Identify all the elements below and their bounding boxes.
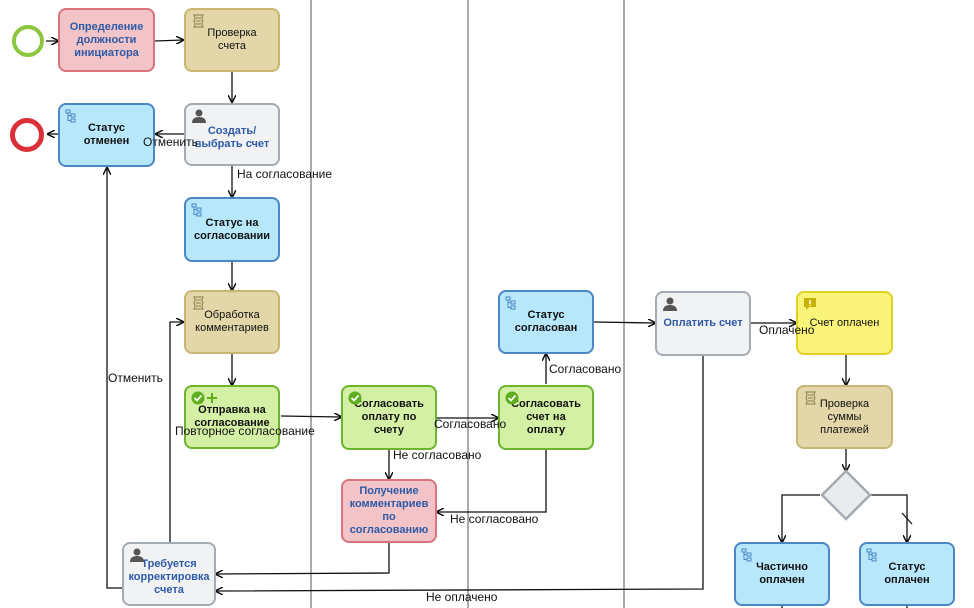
- task-label: Оплатить счет: [663, 317, 743, 329]
- subprocess-icon: [505, 296, 516, 310]
- edge-label-to-approval: На согласование: [237, 167, 332, 181]
- task-send-for-approval[interactable]: Отправка на согласование: [184, 385, 280, 449]
- script-task-check-invoice[interactable]: Проверка счета: [184, 8, 280, 72]
- approve-check-icon: [505, 391, 519, 405]
- task-label: Проверка счета: [207, 27, 257, 52]
- task-approve-invoice[interactable]: Согласовать счет на оплату: [498, 385, 594, 450]
- task-label: Обработка комментариев: [195, 309, 269, 334]
- subprocess-icon: [866, 548, 877, 562]
- task-label: Статус оплачен: [884, 561, 930, 586]
- task-label: Согласовать счет на оплату: [511, 398, 581, 436]
- task-label: Получение комментариев по согласованию: [349, 485, 429, 536]
- edge-label-cancel: Отменить: [143, 135, 198, 149]
- user-icon: [663, 297, 677, 311]
- task-label: Требуется корректировка счета: [128, 557, 210, 596]
- user-icon: [130, 548, 144, 562]
- task-status-cancelled[interactable]: Статус отменен: [58, 103, 155, 167]
- end-event: [10, 118, 44, 152]
- edge-correction-cancelled: [107, 168, 122, 589]
- script-icon: [805, 391, 816, 405]
- task-status-on-approval[interactable]: Статус на согласовании: [184, 197, 280, 262]
- edge-correction-process: [169, 322, 183, 542]
- task-label: Счет оплачен: [809, 316, 880, 329]
- subprocess-icon: [191, 203, 202, 217]
- edge-comments-correction: [216, 543, 390, 574]
- edge-label-approved: Согласовано: [549, 362, 622, 376]
- task-label: Согласовать оплату по счету: [354, 398, 424, 436]
- task-initiator[interactable]: Определение должности инициатора: [58, 8, 155, 72]
- task-label: Проверка суммы платежей: [819, 397, 870, 436]
- task-partially-paid[interactable]: Частично оплачен: [734, 542, 830, 606]
- task-label: Отправка на согласование: [194, 404, 270, 429]
- script-icon: [193, 296, 204, 310]
- task-status-approved[interactable]: Статус согласован: [498, 290, 594, 354]
- user-task-needs-correction[interactable]: Требуется корректировка счета: [122, 542, 216, 606]
- edge-approved-pay: [593, 322, 655, 323]
- edge-send-approvepay: [280, 416, 341, 417]
- script-task-check-payments[interactable]: Проверка суммы платежей: [796, 385, 893, 449]
- task-label: Статус отменен: [83, 122, 130, 147]
- exclusive-gateway: [820, 469, 872, 521]
- edge-label-not-paid: Не оплачено: [426, 590, 498, 604]
- edge-label-repeat-approval: Повторное согласование: [175, 424, 315, 438]
- script-task-process-comments[interactable]: Обработка комментариев: [184, 290, 280, 354]
- script-icon: [193, 14, 204, 28]
- approve-check-icon: [348, 391, 362, 405]
- edge-label-not-approved: Не согласовано: [450, 512, 539, 526]
- edge-label-approved: Согласовано: [434, 417, 507, 431]
- user-task-pay-invoice[interactable]: Оплатить счет: [655, 291, 751, 356]
- notification-task-invoice-paid[interactable]: Счет оплачен: [796, 291, 893, 355]
- edge-label-paid: Оплачено: [759, 323, 815, 337]
- edge-approveinv-comments: [437, 450, 547, 512]
- start-event: [12, 25, 44, 57]
- user-task-create-invoice[interactable]: Создать/ выбрать счет: [184, 103, 280, 166]
- edge-initiator-check: [154, 40, 183, 41]
- task-approve-payment[interactable]: Согласовать оплату по счету: [341, 385, 437, 450]
- task-label: Статус согласован: [514, 309, 578, 334]
- task-get-comments[interactable]: Получение комментариев по согласованию: [341, 479, 437, 543]
- notification-icon: [804, 298, 816, 310]
- user-icon: [192, 109, 206, 123]
- task-status-paid[interactable]: Статус оплачен: [859, 542, 955, 606]
- subprocess-icon: [741, 548, 752, 562]
- task-label: Определение должности инициатора: [69, 20, 144, 59]
- approve-check-icon: [191, 391, 205, 405]
- edge-gateway-partial: [782, 494, 820, 542]
- edge-pay-correction: [216, 356, 704, 591]
- plus-icon: [207, 393, 217, 403]
- edge-gateway-statuspaid: [870, 494, 907, 542]
- task-label: Статус на согласовании: [194, 216, 270, 242]
- edge-label-cancel: Отменить: [108, 371, 163, 385]
- subprocess-icon: [65, 109, 76, 123]
- default-flow-mark: [901, 512, 913, 525]
- task-label: Частично оплачен: [756, 561, 808, 586]
- task-label: Создать/ выбрать счет: [194, 124, 270, 150]
- edge-label-not-approved: Не согласовано: [393, 448, 482, 462]
